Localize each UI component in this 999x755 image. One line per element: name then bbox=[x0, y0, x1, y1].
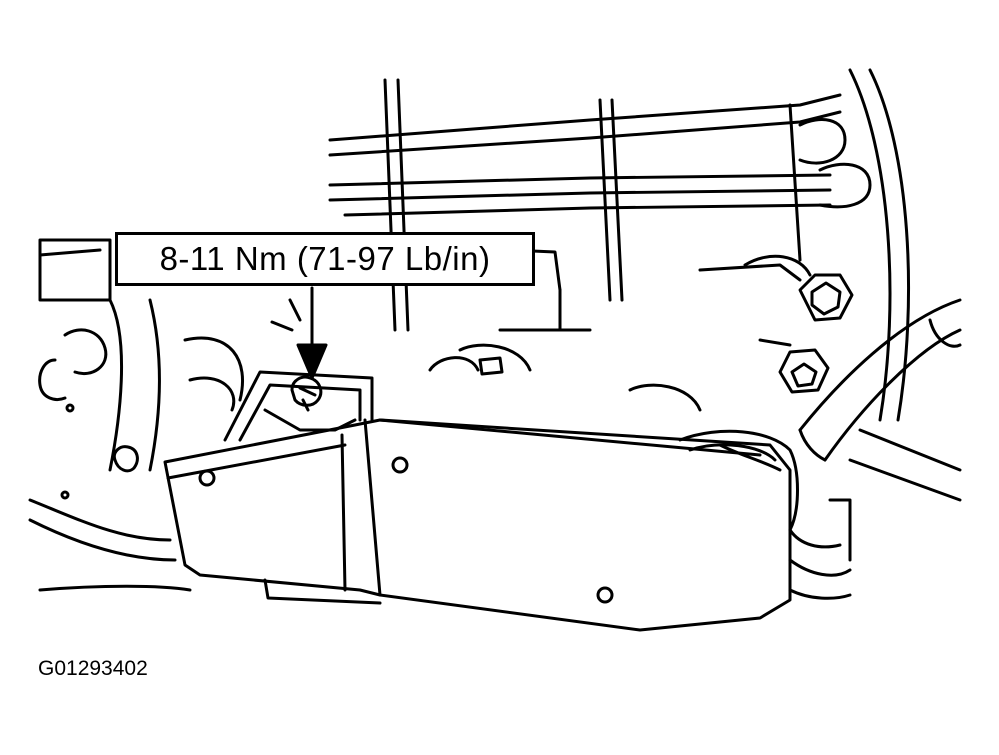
figure-id-label: G01293402 bbox=[38, 657, 148, 680]
bolt-icon bbox=[290, 375, 323, 412]
shield-cover-plate bbox=[163, 418, 792, 632]
torque-spec-label: 8-11 Nm (71-97 Lb/in) bbox=[159, 240, 491, 277]
hex-nut-icon bbox=[798, 273, 854, 322]
hex-nut-icon bbox=[778, 348, 830, 394]
hose-line bbox=[798, 298, 962, 462]
torque-spec-callout: 8-11 Nm (71-97 Lb/in) bbox=[115, 232, 535, 286]
right-mount-assembly bbox=[428, 248, 962, 600]
leader-arrow-icon bbox=[296, 286, 328, 380]
mounting-bracket bbox=[223, 298, 374, 442]
upper-frame-structure bbox=[328, 68, 911, 422]
left-housing bbox=[28, 238, 245, 592]
